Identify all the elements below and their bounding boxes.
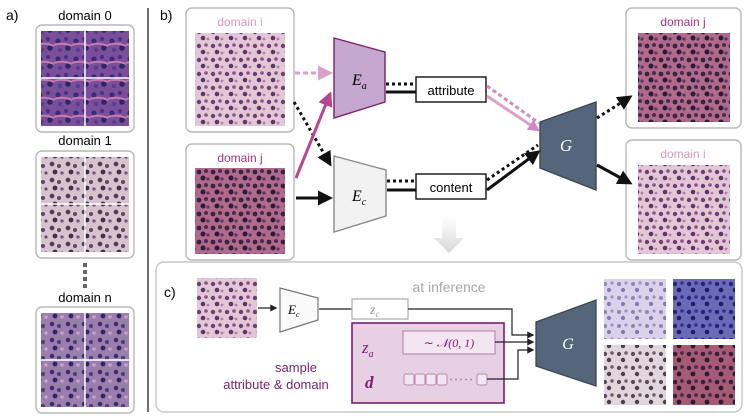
output-red	[673, 345, 735, 405]
attribute-box	[415, 76, 487, 103]
output-gray	[604, 345, 666, 405]
ellipsis-dots	[83, 263, 87, 288]
arrow-d-to-g	[487, 346, 535, 380]
normal-dist-label: ∼ 𝒩(0, 1)	[424, 336, 475, 350]
arrow-content-to-g-dotted	[486, 143, 539, 182]
panel-b-label: b)	[160, 7, 172, 23]
input-domain-i-label: domain i	[217, 15, 262, 29]
arrow-attr-to-g-solid	[486, 94, 540, 132]
content-label: content	[430, 180, 473, 195]
domain-code-cells	[403, 373, 488, 386]
arrow-content-to-g-solid	[486, 150, 541, 192]
zc-box	[351, 298, 409, 320]
encoder-c-label: Ec	[351, 188, 367, 208]
output-pale	[604, 279, 666, 339]
arrow-g-to-output-j	[596, 95, 633, 120]
inference-title: at inference	[412, 279, 485, 295]
arrow-g-to-output-i	[596, 163, 633, 185]
d-label: d	[365, 373, 374, 392]
input-domain-j-image	[195, 168, 285, 254]
zc-label: zc	[369, 303, 379, 319]
panel-a: a) domain 0 domain 1 domain n	[6, 7, 135, 414]
arrow-attr-to-g-dashed	[486, 84, 540, 125]
output-domain-j-image	[638, 33, 730, 122]
output-domain-i-image	[638, 165, 730, 254]
input-domain-j-label: domain j	[217, 151, 262, 165]
inference-encoder-c-label: Ec	[287, 302, 300, 319]
sample-text-line2: attribute & domain	[223, 377, 329, 392]
panel-c: c) at inference Ec zc za ∼ 𝒩(0, 1) d	[155, 261, 743, 413]
encoder-a-shape	[333, 37, 386, 119]
panel-b: b) domain i domain j Ea Ec attribute con…	[160, 7, 742, 261]
panel-a-label: a)	[6, 7, 18, 23]
encoder-a-label: Ea	[351, 72, 367, 92]
inference-generator	[535, 299, 597, 387]
output-domain-i-label: domain i	[660, 147, 705, 161]
inference-generator-label: G	[562, 336, 574, 353]
arrow-j-to-ea	[294, 91, 333, 179]
output-domain-j-label: domain j	[660, 15, 705, 29]
inference-encoder-c	[279, 287, 319, 333]
za-label: za	[361, 338, 374, 360]
panel-c-label: c)	[164, 284, 176, 300]
domain-0-label: domain 0	[58, 8, 111, 23]
input-domain-i-image	[195, 33, 285, 126]
domain-n-label: domain n	[58, 290, 111, 305]
down-arrow	[434, 216, 464, 253]
output-blue	[673, 279, 735, 339]
sample-text-line1: sample	[275, 360, 317, 375]
arrow-zc-to-g	[408, 308, 535, 339]
encoder-c-shape	[333, 155, 387, 233]
generator-label: G	[560, 136, 572, 155]
inference-input-image	[197, 278, 257, 338]
domain-1-label: domain 1	[58, 133, 111, 148]
content-box	[415, 173, 487, 200]
attribute-label: attribute	[428, 83, 475, 98]
